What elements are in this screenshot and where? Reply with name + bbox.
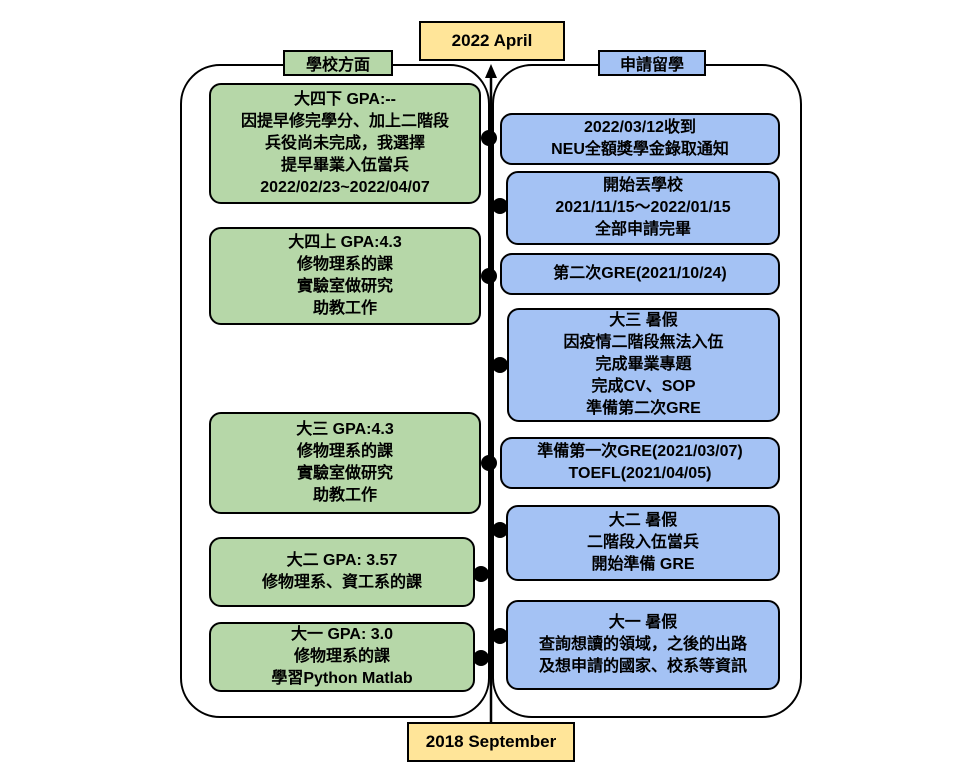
timeline-dot (481, 268, 497, 284)
timeline-dot (492, 522, 508, 538)
apply-item-line: 2021/11/15～2022/01/15 (555, 199, 731, 216)
apply-item-line: 大三 暑假 (609, 312, 678, 329)
header-apply: 申請留學 (598, 50, 706, 76)
apply-item-line: 全部申請完畢 (594, 221, 691, 238)
timeline-dot (473, 650, 489, 666)
apply-item: 開始丟學校 2021/11/15～2022/01/15 全部申請完畢 (506, 171, 780, 245)
timeline-dot (473, 566, 489, 582)
school-item-line: 修物理系的課 (296, 256, 393, 273)
school-item-line: 實驗室做研究 (296, 278, 393, 295)
school-item-line: 學習Python Matlab (271, 670, 413, 687)
apply-item-line: 二階段入伍當兵 (586, 534, 699, 551)
timeline-dot (481, 455, 497, 471)
school-item-line: 大三 GPA:4.3 (296, 421, 394, 438)
timeline-dot (492, 198, 508, 214)
apply-item: 準備第一次GRE(2021/03/07) TOEFL(2021/04/05) (500, 437, 780, 489)
school-item-line: 助教工作 (312, 300, 377, 317)
school-item: 大四上 GPA:4.3 修物理系的課 實驗室做研究 助教工作 (209, 227, 481, 325)
apply-item: 大二 暑假 二階段入伍當兵 開始準備 GRE (506, 505, 780, 581)
school-item-line: 大一 GPA: 3.0 (291, 626, 393, 643)
apply-item-line: 準備第二次GRE (586, 400, 701, 417)
apply-item-line: 完成畢業專題 (595, 356, 692, 373)
apply-item-line: 因疫情二階段無法入伍 (563, 334, 724, 351)
timeline-dot (481, 130, 497, 146)
school-item-line: 實驗室做研究 (296, 465, 393, 482)
school-item-line: 大四下 GPA:-- (294, 90, 396, 108)
school-item-line: 修物理系的課 (293, 648, 390, 665)
school-item-line: 修物理系的課 (296, 443, 393, 460)
apply-item: 大一 暑假 查詢想讀的領域，之後的出路 及想申請的國家、校系等資訊 (506, 600, 780, 690)
apply-item-line: 及想申請的國家、校系等資訊 (538, 658, 747, 675)
apply-item-line: 2022/03/12收到 (583, 119, 697, 136)
school-item-line: 助教工作 (312, 487, 377, 504)
apply-item-line: 準備第一次GRE(2021/03/07) (537, 443, 743, 460)
school-item-line: 提早畢業入伍當兵 (280, 156, 409, 174)
school-item-line: 因提早修完學分、加上二階段 (240, 112, 449, 130)
header-school: 學校方面 (283, 50, 393, 76)
date-top: 2022 April (419, 21, 565, 61)
school-item-line: 修物理系、資工系的課 (261, 574, 422, 591)
timeline-dot (492, 628, 508, 644)
apply-item-line: 大二 暑假 (608, 512, 678, 529)
apply-item-line: 完成CV、SOP (591, 378, 696, 395)
school-item: 大三 GPA:4.3 修物理系的課 實驗室做研究 助教工作 (209, 412, 481, 514)
school-item: 大一 GPA: 3.0 修物理系的課 學習Python Matlab (209, 622, 475, 692)
school-item-line: 兵役尚未完成，我選擇 (264, 134, 425, 152)
school-item: 大二 GPA: 3.57 修物理系、資工系的課 (209, 537, 475, 607)
timeline-arrowhead (485, 64, 497, 78)
apply-item-line: TOEFL(2021/04/05) (568, 465, 712, 482)
school-item-line: 2022/02/23~2022/04/07 (260, 178, 430, 196)
school-item: 大四下 GPA:-- 因提早修完學分、加上二階段 兵役尚未完成，我選擇 提早畢業… (209, 83, 481, 204)
apply-item-line: 查詢想讀的領域，之後的出路 (538, 636, 747, 653)
school-item-line: 大二 GPA: 3.57 (286, 552, 398, 569)
school-item-line: 大四上 GPA:4.3 (288, 234, 402, 251)
apply-item: 第二次GRE(2021/10/24) (500, 253, 780, 295)
apply-item-line: 開始丟學校 (602, 177, 683, 194)
apply-item-line: 第二次GRE(2021/10/24) (553, 265, 727, 282)
apply-item-line: 大一 暑假 (608, 614, 678, 631)
apply-item-line: 開始準備 GRE (591, 556, 695, 573)
timeline-dot (492, 357, 508, 373)
apply-item: 大三 暑假 因疫情二階段無法入伍 完成畢業專題 完成CV、SOP 準備第二次GR… (507, 308, 780, 422)
date-bottom: 2018 September (407, 722, 575, 762)
apply-item-line: NEU全額獎學金錄取通知 (551, 141, 729, 158)
apply-item: 2022/03/12收到 NEU全額獎學金錄取通知 (500, 113, 780, 165)
